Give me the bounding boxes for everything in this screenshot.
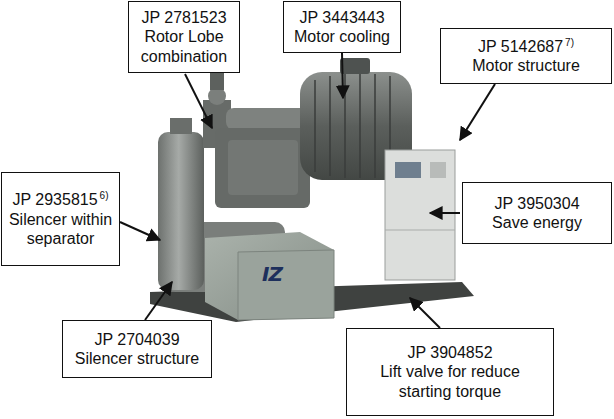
feature-description: Rotor Lobe combination [141,28,227,64]
reference-number: 6) [100,190,109,201]
feature-description: Silencer structure [75,350,200,367]
callout-box: JP 3443443Motor cooling [283,1,401,53]
text-line: Rotor Lobe combination [135,27,233,65]
patent-number: JP 2935815 [12,191,97,208]
patent-number: JP 3904852 [407,344,492,361]
feature-description: Motor cooling [294,28,390,45]
leader-arrow [430,212,460,214]
text-line: JP 2781523 [141,8,226,27]
leader-arrow [120,222,160,240]
text-line: JP 3443443 [299,8,384,27]
patent-number: JP 3443443 [299,9,384,26]
text-line: Motor structure [472,56,580,75]
leader-arrow [342,53,343,98]
text-line: Save energy [492,213,582,232]
feature-description: Lift valve for reduce starting torque [380,363,520,399]
text-line: Motor cooling [294,27,390,46]
text-line: JP 2704039 [94,330,179,349]
callout-box: JP 3950304Save energy [462,182,612,244]
machine [150,58,474,322]
leader-arrow [410,298,440,328]
leader-arrow [460,84,495,140]
feature-description: Motor structure [472,57,580,74]
patent-number: JP 2781523 [141,9,226,26]
text-line: JP 29358156) [12,190,108,210]
callout-box: JP 2781523Rotor Lobe combination [128,1,240,73]
text-line: JP 3950304 [494,194,579,213]
text-line: JP 51426877) [478,37,574,57]
callout-box: JP 2704039Silencer structure [62,320,212,378]
leader-arrow [185,74,212,128]
callout-box: JP 3904852Lift valve for reduce starting… [346,328,554,416]
text-line: JP 3904852 [407,343,492,362]
leader-arrow [145,282,172,320]
patent-number: JP 3950304 [494,195,579,212]
leader-arrows [120,53,495,328]
feature-description: Save energy [492,214,582,231]
text-line: Silencer within separator [8,210,113,248]
brand-logo: IZ [262,262,282,286]
callout-box: JP 51426877)Motor structure [440,28,612,84]
callout-box: JP 29358156)Silencer within separator [1,172,120,266]
reference-number: 7) [565,37,574,48]
patent-number: JP 2704039 [94,331,179,348]
feature-description: Silencer within separator [9,211,112,247]
text-line: Lift valve for reduce starting torque [353,362,547,400]
patent-number: JP 5142687 [478,38,563,55]
text-line: Silencer structure [75,349,200,368]
